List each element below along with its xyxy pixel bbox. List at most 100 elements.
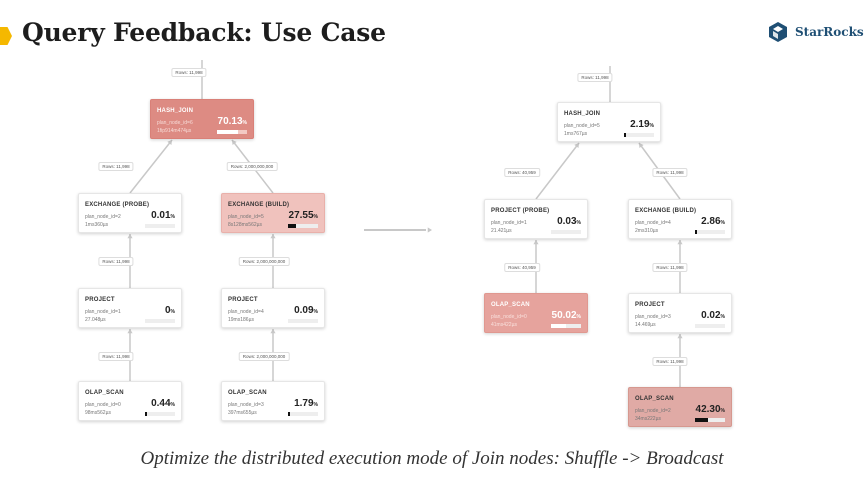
plan-node-r_scan1[interactable]: OLAP_SCAN plan_node_id=0 41ms422µs 50.02… bbox=[484, 293, 588, 333]
node-plan-id: plan_node_id=3 bbox=[228, 402, 264, 408]
node-progress-bar bbox=[551, 230, 581, 234]
node-percent: 50.02% bbox=[551, 310, 581, 321]
plan-node-r_join[interactable]: HASH_JOIN plan_node_id=5 1ms767µs 2.19% bbox=[557, 102, 661, 142]
node-plan-id: plan_node_id=1 bbox=[491, 220, 527, 226]
node-progress-bar bbox=[288, 319, 318, 323]
row-count-label: Rows: 2,000,000,000 bbox=[226, 162, 278, 171]
edge-arrow-r_scan1 bbox=[533, 240, 539, 245]
row-count-label: Rows: 11,998 bbox=[98, 162, 134, 171]
edge-arrow-l_proj1 bbox=[127, 234, 133, 239]
node-time: 1ms767µs bbox=[564, 131, 588, 137]
node-percent: 0.44% bbox=[151, 398, 175, 409]
slide-title: Query Feedback: Use Case bbox=[22, 18, 386, 47]
node-time: 21.421µs bbox=[491, 228, 512, 234]
node-time: 34ms222µs bbox=[635, 416, 661, 422]
node-progress-bar bbox=[145, 412, 175, 416]
edge-arrow-l_scan2 bbox=[270, 329, 276, 334]
edge-arrow-r_proj_probe bbox=[574, 143, 579, 148]
node-name: PROJECT bbox=[635, 302, 665, 308]
node-name: OLAP_SCAN bbox=[635, 396, 674, 402]
node-name: PROJECT bbox=[228, 297, 258, 303]
row-count-label: Rows: 2,000,000,000 bbox=[238, 352, 290, 361]
node-progress-bar bbox=[145, 224, 175, 228]
row-count-label: Rows: 2,000,000,000 bbox=[238, 257, 290, 266]
node-progress-fill bbox=[217, 130, 238, 134]
starrocks-logo-icon bbox=[767, 21, 789, 43]
row-count-label: Rows: 11,998 bbox=[652, 357, 688, 366]
row-count-label: Rows: 11,998 bbox=[652, 263, 688, 272]
node-progress-fill bbox=[695, 418, 708, 422]
plan-node-l_exch_probe[interactable]: EXCHANGE (PROBE) plan_node_id=2 1ms360µs… bbox=[78, 193, 182, 233]
node-progress-fill bbox=[551, 324, 566, 328]
node-progress-bar bbox=[288, 412, 318, 416]
node-time: 8s128ms562µs bbox=[228, 222, 263, 228]
node-plan-id: plan_node_id=0 bbox=[491, 314, 527, 320]
node-name: PROJECT (PROBE) bbox=[491, 208, 550, 214]
row-count-label: Rows: 11,998 bbox=[98, 257, 134, 266]
node-progress-bar bbox=[624, 133, 654, 137]
node-name: OLAP_SCAN bbox=[491, 302, 530, 308]
node-progress-fill bbox=[288, 412, 290, 416]
node-plan-id: plan_node_id=3 bbox=[635, 314, 671, 320]
node-progress-bar bbox=[695, 418, 725, 422]
row-count-label: Rows: 11,998 bbox=[652, 168, 688, 177]
edge-arrow-r_scan2 bbox=[677, 334, 683, 339]
row-count-label: Rows: 40,959 bbox=[504, 168, 540, 177]
node-time: 1ms360µs bbox=[85, 222, 109, 228]
plan-node-l_exch_build[interactable]: EXCHANGE (BUILD) plan_node_id=5 8s128ms5… bbox=[221, 193, 325, 233]
node-progress-bar bbox=[695, 324, 725, 328]
plan-node-l_scan1[interactable]: OLAP_SCAN plan_node_id=0 98ms562µs 0.44% bbox=[78, 381, 182, 421]
brand-name: StarRocks bbox=[795, 25, 864, 39]
node-progress-fill bbox=[288, 224, 297, 228]
node-time: 397ms655µs bbox=[228, 410, 257, 416]
starrocks-logo: StarRocks bbox=[767, 21, 864, 43]
node-progress-fill bbox=[624, 133, 626, 137]
node-time: 14.469µs bbox=[635, 322, 656, 328]
plan-node-l_proj1[interactable]: PROJECT plan_node_id=1 27.048µs 0% bbox=[78, 288, 182, 328]
plan-node-l_scan2[interactable]: OLAP_SCAN plan_node_id=3 397ms655µs 1.79… bbox=[221, 381, 325, 421]
node-progress-fill bbox=[145, 412, 147, 416]
plan-node-r_exch_build[interactable]: EXCHANGE (BUILD) plan_node_id=4 2ms310µs… bbox=[628, 199, 732, 239]
edge-r_proj_probe-to-r_join bbox=[535, 142, 580, 200]
node-time: 1fip914m474µs bbox=[157, 128, 192, 134]
row-count-label: Rows: 11,998 bbox=[98, 352, 134, 361]
edge-arrow-r_exch_build bbox=[639, 143, 644, 148]
node-plan-id: plan_node_id=0 bbox=[85, 402, 121, 408]
plan-node-l_proj2[interactable]: PROJECT plan_node_id=4 19ms186µs 0.09% bbox=[221, 288, 325, 328]
node-progress-bar bbox=[217, 130, 247, 134]
node-name: HASH_JOIN bbox=[157, 108, 194, 114]
plan-node-r_scan2[interactable]: OLAP_SCAN plan_node_id=2 34ms222µs 42.30… bbox=[628, 387, 732, 427]
edge-arrow-l_proj2 bbox=[270, 234, 276, 239]
node-time: 19ms186µs bbox=[228, 317, 254, 323]
row-count-label: Rows: 11,998 bbox=[171, 68, 207, 77]
node-percent: 0.01% bbox=[151, 210, 175, 221]
title-hexagon-icon bbox=[0, 27, 12, 45]
transition-arrow-icon bbox=[427, 227, 432, 233]
plan-node-l_join[interactable]: HASH_JOIN plan_node_id=6 1fip914m474µs 7… bbox=[150, 99, 254, 139]
node-time: 2ms310µs bbox=[635, 228, 659, 234]
node-plan-id: plan_node_id=5 bbox=[564, 123, 600, 129]
node-name: EXCHANGE (BUILD) bbox=[228, 202, 290, 208]
slide-caption: Optimize the distributed execution mode … bbox=[140, 448, 724, 469]
node-name: EXCHANGE (PROBE) bbox=[85, 202, 150, 208]
node-progress-fill bbox=[695, 230, 697, 234]
node-percent: 42.30% bbox=[695, 404, 725, 415]
node-percent: 0% bbox=[164, 305, 175, 316]
node-percent: 1.79% bbox=[294, 398, 318, 409]
node-name: EXCHANGE (BUILD) bbox=[635, 208, 697, 214]
node-progress-bar bbox=[288, 224, 318, 228]
plan-node-r_proj_probe[interactable]: PROJECT (PROBE) plan_node_id=1 21.421µs … bbox=[484, 199, 588, 239]
plan-node-r_proj2[interactable]: PROJECT plan_node_id=3 14.469µs 0.02% bbox=[628, 293, 732, 333]
edge-arrow-r_proj2 bbox=[677, 240, 683, 245]
node-progress-bar bbox=[145, 319, 175, 323]
row-count-label: Rows: 40,959 bbox=[504, 263, 540, 272]
edge-arrow-l_scan1 bbox=[127, 329, 133, 334]
node-plan-id: plan_node_id=4 bbox=[228, 309, 264, 315]
node-percent: 0.02% bbox=[701, 310, 725, 321]
node-plan-id: plan_node_id=2 bbox=[635, 408, 671, 414]
node-name: PROJECT bbox=[85, 297, 115, 303]
node-percent: 70.13% bbox=[217, 116, 247, 127]
edge-arrow-l_exch_build bbox=[232, 140, 237, 145]
node-percent: 2.86% bbox=[701, 216, 725, 227]
